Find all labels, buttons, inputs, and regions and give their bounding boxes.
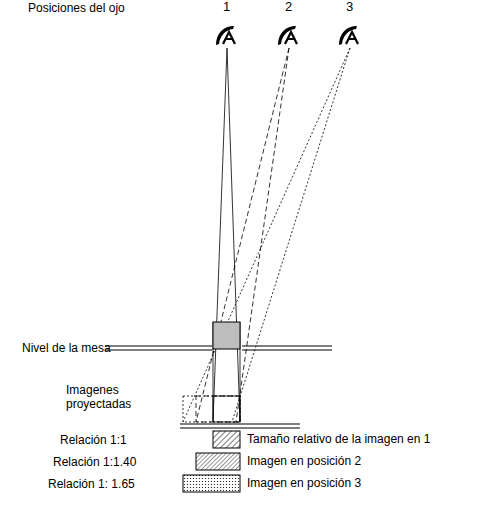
relative-size-box [196, 453, 240, 470]
size-caption: Tamaño relativo de la imagen en 1 [247, 432, 430, 446]
ratio-label: Relación 1:1.40 [53, 455, 136, 469]
eye-icon [216, 26, 235, 45]
ratio-label: Relación 1:1 [60, 433, 127, 447]
position-number: 3 [346, 0, 353, 14]
object-square [213, 322, 240, 349]
projected-image [196, 396, 240, 422]
relative-size-box [213, 431, 240, 448]
level-label: Imagenes proyectadas [66, 383, 146, 411]
table-level-line [105, 346, 332, 350]
eye-icon [278, 26, 297, 45]
relative-size-box [183, 475, 240, 492]
ratio-label: Relación 1: 1.65 [48, 477, 135, 491]
sight-rays [183, 48, 350, 422]
projected-image [183, 396, 240, 422]
level-label: Nivel de la mesa [22, 341, 111, 355]
size-caption: Imagen en posición 3 [247, 476, 361, 490]
heading-text: Posiciones del ojo [28, 1, 125, 15]
size-caption: Imagen en posición 2 [247, 454, 361, 468]
position-number: 2 [285, 0, 292, 14]
eye-icon [339, 26, 358, 45]
projected-image [213, 396, 240, 422]
sight-rays [213, 48, 240, 422]
floor-level-line [180, 424, 300, 428]
position-number: 1 [223, 0, 230, 14]
sight-rays [196, 48, 289, 422]
